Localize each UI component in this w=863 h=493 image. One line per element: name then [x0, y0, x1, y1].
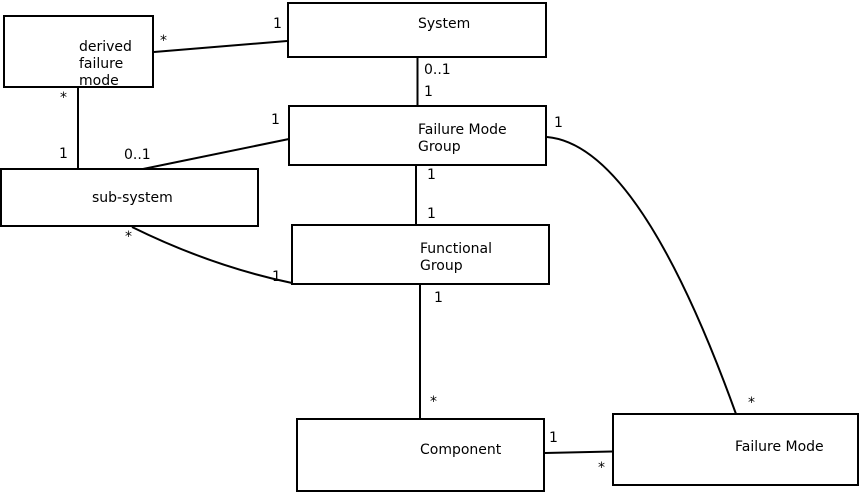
multiplicity-component-end-fg: * — [430, 394, 437, 410]
multiplicity-component-end-failuremode: 1 — [549, 430, 558, 446]
multiplicity-fmg-end-system: 1 — [424, 84, 433, 100]
multiplicity-derived-end-subsystem: * — [60, 90, 67, 106]
multiplicity-system-end-fmg: 0..1 — [424, 62, 451, 78]
entity-label: Failure Mode — [735, 439, 824, 455]
multiplicity-fg-end-component: 1 — [434, 290, 443, 306]
multiplicity-subsystem-end-fg: * — [125, 229, 132, 245]
entity-functional-group: Functional Group — [291, 224, 550, 285]
entity-sub-system: sub-system — [0, 168, 259, 227]
edge-component-failure-mode — [544, 450, 613, 454]
multiplicity-subsystem-end-fmg: 0..1 — [124, 147, 151, 163]
multiplicity-fmg-end-functionalgroup: 1 — [427, 167, 436, 183]
entity-component: Component — [296, 418, 545, 492]
entity-label: sub-system — [92, 190, 173, 206]
edge-failure-mode-group-failure-mode — [546, 136, 737, 415]
multiplicity-failuremode-end-component: * — [598, 460, 605, 476]
edge-system-derived-failure-mode — [153, 40, 288, 53]
entity-failure-mode-group: Failure Mode Group — [288, 105, 547, 166]
multiplicity-failuremode-end-fmg: * — [748, 395, 755, 411]
multiplicity-fg-end-subsystem: 1 — [272, 269, 281, 285]
edge-failure-mode-group-sub-system — [142, 138, 290, 170]
entity-system: System — [287, 2, 547, 58]
multiplicity-fmg-end-failuremode: 1 — [554, 115, 563, 131]
multiplicity-subsystem-end-derived: 1 — [59, 146, 68, 162]
entity-label: Failure Mode Group — [418, 122, 507, 155]
multiplicity-system-end-derived: 1 — [273, 16, 282, 32]
edge-sub-system-functional-group — [131, 226, 293, 284]
entity-failure-mode: Failure Mode — [612, 413, 859, 486]
multiplicity-derived-end-system: * — [160, 33, 167, 49]
entity-derived-failure-mode: derived failure mode — [3, 15, 154, 89]
entity-label: Functional Group — [420, 241, 493, 274]
multiplicity-functionalgroup-end-fmg: 1 — [427, 206, 436, 222]
entity-label: Component — [420, 442, 502, 458]
entity-label: System — [418, 16, 471, 32]
entity-label: derived failure mode — [79, 39, 132, 89]
multiplicity-fmg-end-subsystem: 1 — [271, 112, 280, 128]
